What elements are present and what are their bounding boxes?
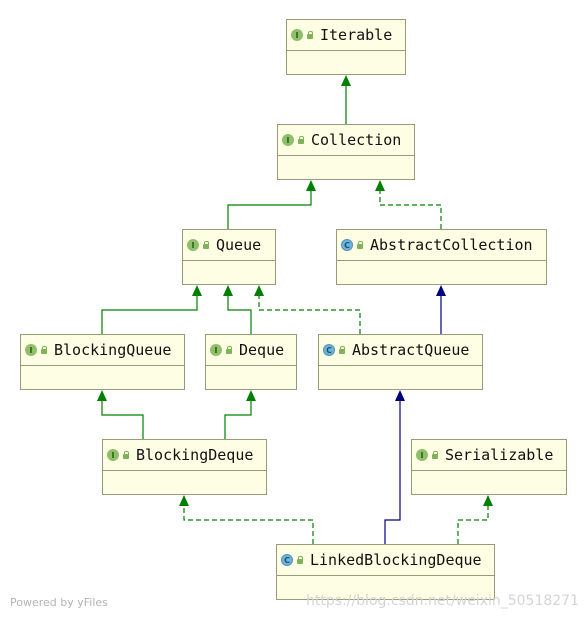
- lock-icon: [338, 346, 346, 354]
- node-collection[interactable]: I Collection: [277, 124, 415, 180]
- node-label: AbstractQueue: [352, 341, 470, 359]
- arrowhead: [395, 390, 405, 401]
- interface-icon: I: [25, 344, 37, 356]
- arrowhead: [97, 390, 107, 401]
- node-header: I BlockingQueue: [21, 335, 184, 366]
- interface-icon: I: [107, 449, 119, 461]
- abstract-class-icon: C: [323, 344, 335, 356]
- node-header: I Serializable: [412, 440, 566, 471]
- node-linked-blocking-deque[interactable]: C LinkedBlockingDeque: [276, 544, 495, 600]
- node-abstract-collection[interactable]: C AbstractCollection: [336, 229, 547, 285]
- lock-icon: [431, 451, 439, 459]
- node-label: Deque: [239, 341, 285, 359]
- node-header: I Deque: [206, 335, 296, 366]
- node-label: Iterable: [320, 26, 393, 44]
- lock-icon: [225, 346, 233, 354]
- interface-icon: I: [210, 344, 222, 356]
- edge-linkedblockingdeque-implements-serializable: [457, 506, 489, 544]
- interface-icon: I: [187, 239, 199, 251]
- interface-icon: I: [282, 134, 294, 146]
- node-header: C AbstractCollection: [337, 230, 546, 261]
- edge-queue-extends-collection: [227, 191, 312, 229]
- node-abstract-queue[interactable]: C AbstractQueue: [318, 334, 483, 390]
- lock-icon: [297, 136, 305, 144]
- node-header: I Iterable: [287, 20, 405, 51]
- powered-by-label: Powered by yFiles: [10, 596, 108, 609]
- edge-deque-extends-queue: [227, 296, 252, 334]
- node-deque[interactable]: I Deque: [205, 334, 297, 390]
- node-label: BlockingQueue: [54, 341, 172, 359]
- arrowhead: [192, 285, 202, 296]
- node-label: Serializable: [445, 446, 554, 464]
- class-icon: C: [281, 554, 293, 566]
- node-label: BlockingDeque: [136, 446, 254, 464]
- arrowhead: [179, 495, 189, 506]
- lock-icon: [202, 241, 210, 249]
- node-label: AbstractCollection: [370, 236, 533, 254]
- abstract-class-icon: C: [341, 239, 353, 251]
- node-header: I Queue: [183, 230, 275, 261]
- interface-icon: I: [291, 29, 303, 41]
- node-header: I BlockingDeque: [103, 440, 266, 471]
- node-label: Queue: [216, 236, 262, 254]
- node-iterable[interactable]: I Iterable: [286, 19, 406, 75]
- node-blocking-queue[interactable]: I BlockingQueue: [20, 334, 185, 390]
- watermark-text: https://blog.csdn.net/weixin_50518271: [305, 593, 579, 609]
- lock-icon: [40, 346, 48, 354]
- lock-icon: [296, 556, 304, 564]
- lock-icon: [306, 31, 314, 39]
- edge-linkedblockingdeque-implements-blockingdeque: [183, 506, 314, 544]
- arrowhead: [483, 495, 493, 506]
- node-serializable[interactable]: I Serializable: [411, 439, 567, 495]
- edge-linkedblockingdeque-extends-abstractqueue: [384, 401, 401, 544]
- edge-abstractqueue-implements-queue: [258, 296, 361, 334]
- arrowhead: [375, 180, 385, 191]
- node-blocking-deque[interactable]: I BlockingDeque: [102, 439, 267, 495]
- lock-icon: [122, 451, 130, 459]
- edge-blockingdeque-extends-deque: [224, 401, 252, 439]
- node-queue[interactable]: I Queue: [182, 229, 276, 285]
- arrowhead: [246, 390, 256, 401]
- edge-blockingdeque-extends-blockingqueue: [101, 401, 144, 439]
- edge-abstractcollection-implements-collection: [379, 191, 442, 229]
- node-header: I Collection: [278, 125, 414, 156]
- arrowhead: [254, 285, 264, 296]
- arrowhead: [223, 285, 233, 296]
- arrowhead: [306, 180, 316, 191]
- arrowhead: [341, 75, 351, 86]
- interface-icon: I: [416, 449, 428, 461]
- node-label: LinkedBlockingDeque: [310, 551, 482, 569]
- arrowhead: [436, 285, 446, 296]
- lock-icon: [356, 241, 364, 249]
- edge-blockingqueue-extends-queue: [101, 296, 198, 334]
- node-label: Collection: [311, 131, 402, 149]
- node-header: C LinkedBlockingDeque: [277, 545, 494, 576]
- node-header: C AbstractQueue: [319, 335, 482, 366]
